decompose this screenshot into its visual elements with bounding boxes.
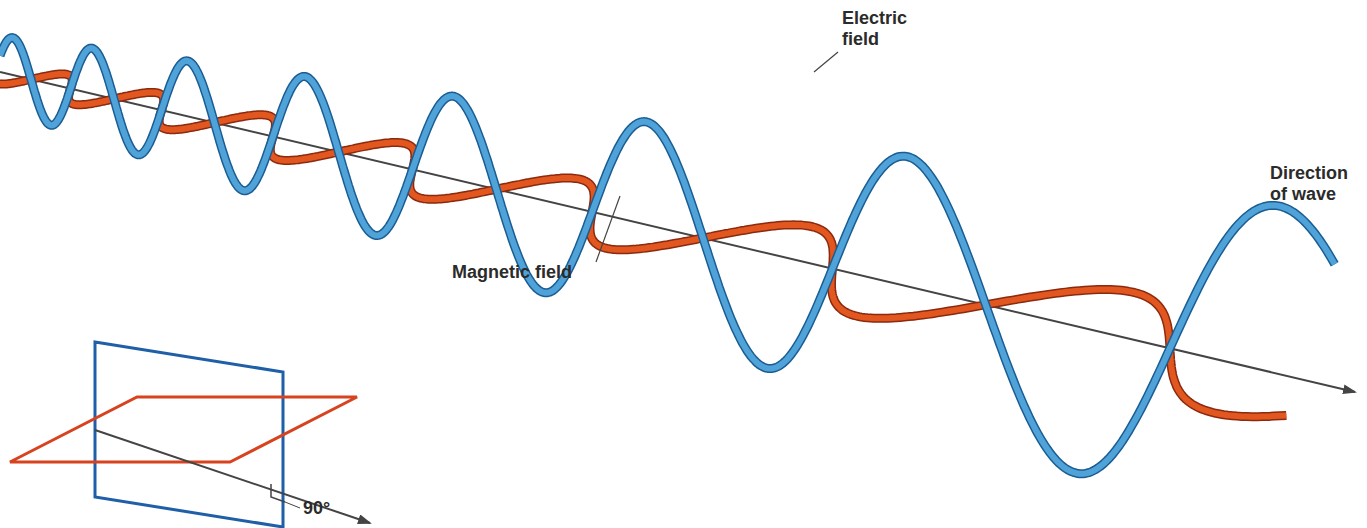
leader-line (596, 196, 620, 262)
right-angle-mark (271, 484, 285, 502)
electric-plane (95, 342, 283, 527)
plane-inset (10, 342, 370, 527)
wave-axis (0, 72, 1355, 392)
magnetic-field-label: Magnetic field (452, 262, 612, 283)
direction-label: Direction of wave (1270, 163, 1362, 205)
inset-axis (95, 430, 370, 523)
leader-line (814, 52, 838, 72)
leader-line (285, 502, 300, 508)
electric-field-label: Electric field (842, 8, 932, 50)
electric-wave (0, 38, 1335, 474)
electric-wave-edge (0, 38, 1335, 474)
angle-label: 90° (303, 498, 353, 519)
magnetic-plane (10, 397, 357, 462)
